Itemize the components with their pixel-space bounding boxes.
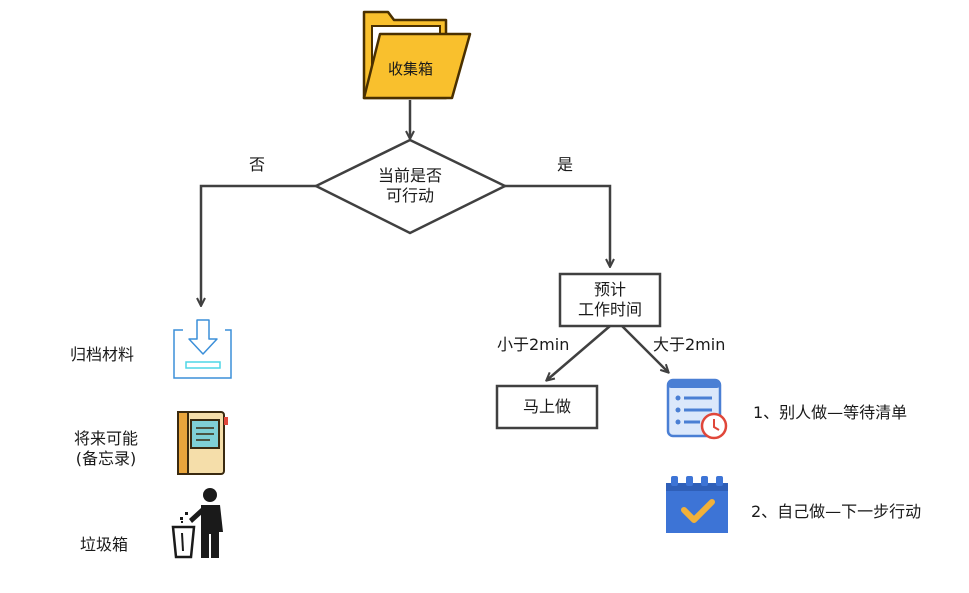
connector-estimate-to-delegate (621, 325, 668, 372)
someday-line-1: 将来可能 (73, 429, 138, 448)
notebook-icon (177, 411, 228, 475)
self-action-label: 2、自己做—下一步行动 (751, 502, 922, 521)
delegate-label: 1、别人做—等待清单 (753, 403, 908, 422)
someday-label: 将来可能 (备忘录) (62, 429, 150, 469)
decision-line-2: 可行动 (385, 186, 434, 205)
folder-icon (362, 10, 472, 100)
decision-line-1: 当前是否 (377, 166, 442, 185)
branch-yes-label: 是 (557, 155, 574, 174)
estimate-line-1: 预计 (593, 280, 626, 299)
do-now-box (495, 384, 599, 430)
estimate-label: 预计 工作时间 (560, 280, 660, 320)
calendar-check-icon (666, 476, 728, 533)
inbox-label: 收集箱 (388, 60, 434, 78)
decision-label: 当前是否 可行动 (360, 166, 460, 206)
someday-line-2: (备忘录) (75, 449, 137, 468)
connectors (201, 100, 668, 380)
trash-label: 垃圾箱 (80, 535, 129, 554)
estimate-line-2: 工作时间 (577, 300, 642, 319)
checklist-clock-icon (666, 378, 728, 440)
connector-yes-to-estimate (505, 184, 610, 266)
duration-long-label: 大于2min (653, 335, 726, 354)
estimate-box (558, 272, 662, 328)
connector-estimate-to-do-now (547, 325, 611, 380)
branch-no-label: 否 (249, 155, 266, 174)
decision-diamond (313, 138, 508, 235)
connector-no-to-archive (201, 184, 316, 305)
archive-label: 归档材料 (70, 345, 135, 364)
do-now-label: 马上做 (522, 397, 571, 416)
duration-short-label: 小于2min (497, 335, 570, 354)
archive-icon (173, 318, 232, 379)
trash-person-icon (171, 488, 223, 559)
